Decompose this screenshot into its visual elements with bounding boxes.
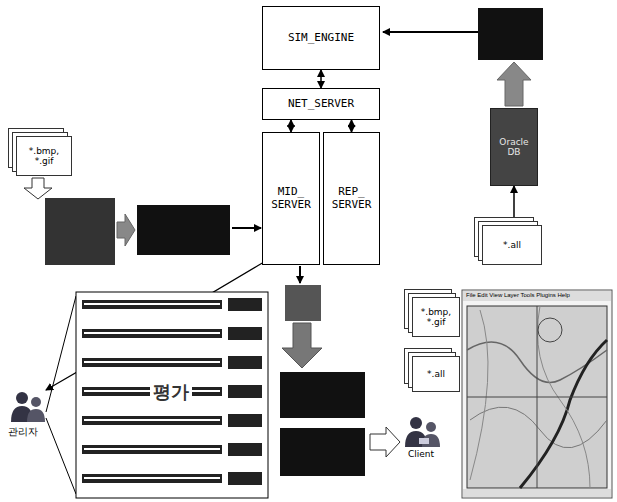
black-box bbox=[280, 372, 365, 418]
person-icon bbox=[11, 392, 45, 422]
person-icon bbox=[405, 417, 440, 447]
thick-arrow bbox=[497, 62, 531, 106]
map-screenshot bbox=[462, 290, 612, 498]
database-box: Oracle DB bbox=[490, 108, 538, 186]
node-text: *.all bbox=[503, 240, 521, 250]
file-stack: *.bmp, *.gif bbox=[16, 136, 72, 176]
menu-bar: File Edit View Layer Tools Plugins Help bbox=[466, 292, 570, 298]
connector bbox=[351, 120, 353, 132]
arrow bbox=[383, 31, 478, 33]
outline-arrow bbox=[370, 427, 400, 457]
arrow bbox=[299, 266, 301, 283]
server-box: REP_ SERVER bbox=[323, 132, 380, 265]
file-stack: *.all bbox=[482, 225, 542, 265]
leader-line bbox=[46, 418, 76, 494]
server-box: NET_SERVER bbox=[262, 88, 380, 120]
node-text: MID_ SERVER bbox=[266, 186, 316, 211]
file-stack: *.all bbox=[412, 356, 460, 392]
node-text: *.bmp, *.gif bbox=[416, 307, 456, 328]
node-text: NET_SERVER bbox=[288, 98, 354, 111]
connector bbox=[320, 70, 322, 88]
black-box bbox=[478, 8, 543, 60]
log-document bbox=[76, 292, 268, 498]
connector bbox=[290, 120, 292, 132]
file-stack: *.bmp, *.gif bbox=[412, 297, 460, 337]
gray-box bbox=[285, 285, 321, 321]
outline-arrow bbox=[24, 178, 52, 199]
node-text: REP_ SERVER bbox=[327, 186, 376, 211]
dark-box bbox=[45, 198, 115, 265]
thick-arrow bbox=[117, 214, 135, 246]
node-text: SIM_ENGINE bbox=[288, 32, 354, 45]
arrow bbox=[232, 227, 261, 229]
engine-box: SIM_ENGINE bbox=[262, 6, 380, 70]
black-box bbox=[280, 428, 365, 476]
node-text: *.all bbox=[427, 369, 445, 379]
person-label: Client bbox=[408, 449, 434, 459]
node-text: *.bmp, *.gif bbox=[20, 146, 68, 167]
node-text: Oracle DB bbox=[494, 137, 534, 158]
thick-arrow bbox=[282, 323, 322, 368]
leader-line bbox=[46, 296, 76, 412]
black-box bbox=[137, 205, 230, 255]
watermark: 평가 bbox=[150, 380, 192, 404]
connector bbox=[513, 186, 515, 225]
server-box: MID_ SERVER bbox=[262, 132, 320, 265]
person-label: 관리자 bbox=[8, 425, 38, 439]
